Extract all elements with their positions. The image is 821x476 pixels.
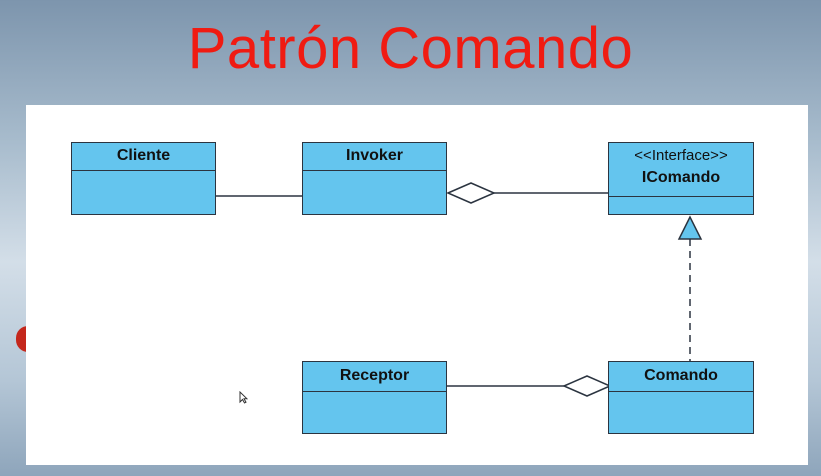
edge-fragment — [16, 326, 28, 352]
class-icomando-name: IComando — [641, 169, 721, 186]
slide-title: Patrón Comando — [187, 16, 634, 81]
diagram-canvas: Cliente Invoker <<Interface>> IComando R… — [26, 105, 808, 465]
class-receptor-name: Receptor — [339, 367, 410, 384]
mouse-pointer-icon — [239, 391, 248, 404]
class-icomando[interactable]: <<Interface>> IComando — [608, 142, 754, 215]
class-comando[interactable]: Comando — [608, 361, 754, 434]
aggregation-diamond-invoker — [446, 182, 496, 204]
class-receptor-header: Receptor — [303, 362, 446, 392]
class-invoker[interactable]: Invoker — [302, 142, 447, 215]
class-icomando-stereotype: <<Interface>> — [634, 147, 728, 164]
class-invoker-header: Invoker — [303, 143, 446, 171]
class-comando-header: Comando — [609, 362, 753, 392]
class-invoker-name: Invoker — [346, 147, 403, 164]
class-cliente-name: Cliente — [116, 147, 171, 164]
realization-arrowhead-icomando — [677, 215, 703, 240]
class-cliente-header: Cliente — [72, 143, 215, 171]
class-icomando-header: <<Interface>> IComando — [609, 143, 753, 197]
class-receptor[interactable]: Receptor — [302, 361, 447, 434]
aggregation-diamond-comando — [562, 375, 612, 397]
class-comando-name: Comando — [644, 367, 718, 384]
class-cliente[interactable]: Cliente — [71, 142, 216, 215]
connector-layer — [216, 182, 703, 397]
